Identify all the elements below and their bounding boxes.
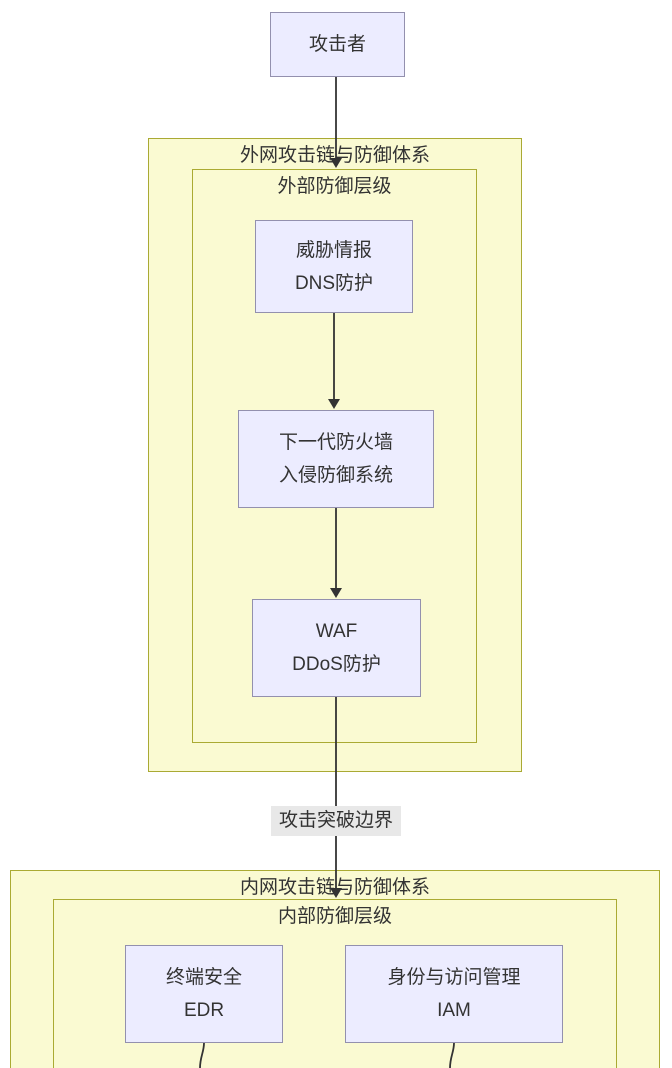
node-attacker-label: 攻击者 [308, 34, 366, 55]
node-iam: 身份与访问管理 IAM [345, 945, 563, 1043]
node-endpoint-edr: 终端安全 EDR [125, 945, 283, 1043]
node-edr-line2: EDR [183, 1000, 225, 1021]
cluster-internal-title: 内网攻击链与防御体系 [239, 877, 430, 898]
node-threat-intel-line2: DNS防护 [294, 272, 374, 294]
node-threat-intel-dns: 威胁情报 DNS防护 [255, 220, 413, 313]
cluster-external-inner-title: 外部防御层级 [277, 176, 392, 197]
cluster-internal-inner-title: 内部防御层级 [277, 906, 392, 927]
cluster-external-title: 外网攻击链与防御体系 [239, 145, 430, 166]
node-ngfw-ips: 下一代防火墙 入侵防御系统 [238, 410, 434, 508]
node-waf-line2: DDoS防护 [292, 654, 381, 675]
node-threat-intel-line1: 威胁情报 [295, 239, 372, 261]
node-ngfw-line1: 下一代防火墙 [278, 432, 393, 453]
edge-label-breach: 攻击突破边界 [270, 806, 402, 836]
node-iam-line1: 身份与访问管理 [387, 967, 521, 988]
node-waf-ddos: WAF DDoS防护 [252, 599, 421, 697]
node-edr-line1: 终端安全 [165, 967, 242, 988]
node-ngfw-line2: 入侵防御系统 [278, 465, 393, 486]
node-iam-line2: IAM [437, 1000, 471, 1021]
node-attacker: 攻击者 [270, 12, 405, 77]
node-waf-line1: WAF [315, 621, 358, 642]
